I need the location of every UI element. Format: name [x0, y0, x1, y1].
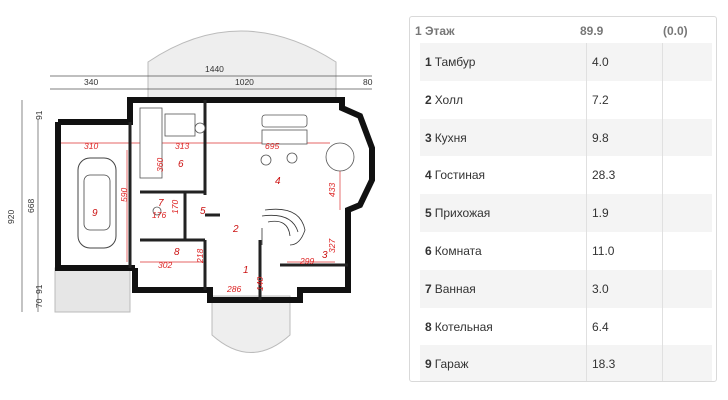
room-name: Комната	[434, 243, 482, 258]
room-num: 2	[425, 92, 432, 107]
floor-extra: (0.0)	[663, 24, 688, 38]
floor-label: 1 Этаж	[415, 24, 455, 38]
dim-bottom-offset-2: 70	[34, 298, 44, 308]
dim-310: 310	[84, 141, 98, 151]
floor-total: 89.9	[580, 24, 604, 38]
room-area: 3.0	[592, 281, 609, 296]
dim-bottom-offset-1: 91	[34, 284, 44, 294]
room-num: 9	[425, 357, 432, 372]
dim-140: 140	[255, 277, 265, 291]
entrance-porch	[211, 295, 291, 353]
table-header: 1 Этаж 89.9 (0.0)	[410, 17, 716, 43]
room-name: Ванная	[434, 281, 476, 296]
room-area: 18.3	[592, 357, 616, 372]
dim-299: 299	[299, 256, 314, 266]
room-num: 8	[425, 319, 432, 334]
room-area: 7.2	[592, 92, 609, 107]
car-icon	[77, 157, 117, 249]
dim-590: 590	[119, 188, 129, 202]
room-number-7: 7	[158, 198, 164, 209]
dim-right-width: 80	[363, 77, 373, 87]
inner-walls	[128, 100, 348, 300]
dim-695: 695	[265, 141, 279, 151]
dim-height-total: 920	[6, 210, 16, 224]
dim-total-width: 1440	[205, 64, 224, 74]
room-area: 11.0	[592, 243, 615, 258]
staircase	[261, 208, 306, 246]
room-name: Гостиная	[434, 168, 486, 183]
room-number-8: 8	[174, 247, 180, 258]
room-num: 5	[425, 206, 432, 221]
dim-302: 302	[158, 260, 172, 270]
dim-top-offset: 91	[34, 110, 44, 120]
room-number-4: 4	[275, 176, 281, 187]
room-number-3: 3	[322, 250, 328, 261]
terrace-semicircle	[147, 30, 337, 101]
room-name: Котельная	[434, 319, 493, 334]
furniture	[139, 107, 355, 216]
room-area: 1.9	[592, 206, 609, 221]
room-name: Прихожая	[434, 206, 491, 221]
dim-313: 313	[175, 141, 189, 151]
garage-apron	[54, 267, 131, 313]
room-area: 6.4	[592, 319, 609, 334]
room-number-6: 6	[178, 159, 184, 170]
dim-176: 176	[152, 210, 166, 220]
room-name: Холл	[434, 92, 463, 107]
dim-left-width: 340	[84, 77, 98, 87]
room-num: 4	[425, 168, 432, 183]
dim-170: 170	[170, 200, 180, 214]
room-name: Кухня	[434, 130, 467, 145]
room-num: 6	[425, 243, 432, 258]
dimension-lines	[21, 75, 372, 312]
room-area: 9.8	[592, 130, 609, 145]
room-number-5: 5	[200, 206, 206, 217]
room-num: 7	[425, 281, 432, 296]
dim-433: 433	[327, 183, 337, 197]
dim-360: 360	[155, 158, 165, 172]
floor-plan: 1440 340 1020 80 920 668 91 91 70 310 31…	[6, 30, 375, 353]
room-number-1: 1	[243, 265, 249, 276]
walls	[55, 97, 375, 303]
room-num: 3	[425, 130, 432, 145]
room-area: 4.0	[592, 55, 609, 69]
room-area: 28.3	[592, 168, 616, 183]
dim-height-garage: 668	[26, 199, 36, 213]
dim-mid-width: 1020	[235, 77, 254, 87]
room-name: Гараж	[434, 357, 469, 372]
room-number-9: 9	[92, 208, 98, 219]
room-num: 1	[425, 55, 432, 69]
room-name: Тамбур	[434, 55, 476, 69]
room-number-2: 2	[232, 224, 239, 235]
dim-286: 286	[226, 284, 241, 294]
dim-327: 327	[327, 239, 337, 253]
dim-218: 218	[195, 249, 205, 264]
